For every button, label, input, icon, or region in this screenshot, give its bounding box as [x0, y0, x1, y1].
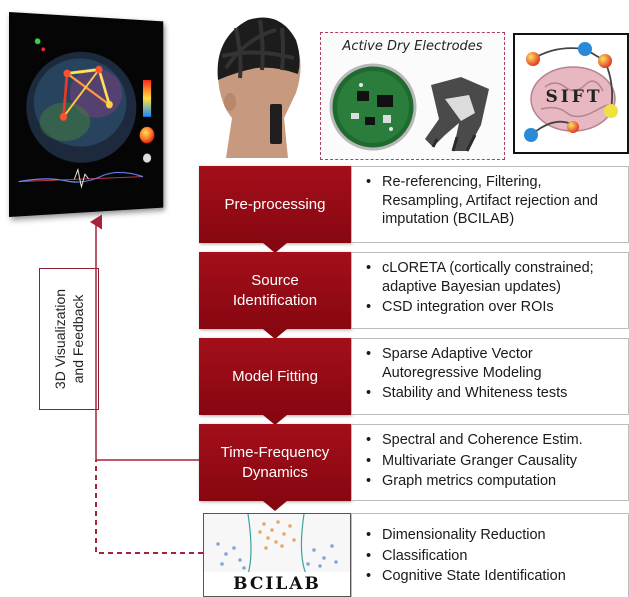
bullet-item: Cognitive State Identification — [366, 567, 628, 586]
bcilab-label: BCILAB — [204, 572, 350, 596]
stage-pre-processing-details: Re-referencing, Filtering, Resampling, A… — [351, 166, 629, 243]
stage-label: Source Identification — [232, 271, 318, 309]
active-dry-electrodes-panel: Active Dry Electrodes — [320, 32, 505, 160]
bullet-item: Dimensionality Reduction — [366, 526, 628, 545]
stage-label: Model Fitting — [232, 367, 318, 385]
bullet-item: Multivariate Granger Causality — [366, 452, 628, 471]
visualization-feedback-label-box: 3D Visualization and Feedback — [39, 268, 99, 410]
bullet-item: Stability and Whiteness tests — [366, 384, 628, 403]
bcilab-details: Dimensionality Reduction Classification … — [351, 513, 629, 597]
feedback-arrow-dashed — [95, 460, 203, 554]
bullet-item: Spectral and Coherence Estim. — [366, 431, 628, 450]
stage-model-fitting-details: Sparse Adaptive Vector Autoregressive Mo… — [351, 338, 629, 415]
stage-label: Time-Frequency Dynamics — [220, 443, 330, 481]
stage-source-identification: Source Identification — [199, 252, 351, 339]
bullet-item: Classification — [366, 547, 628, 566]
bcilab-panel: BCILAB — [203, 513, 351, 597]
brain-network-render — [9, 12, 164, 217]
3d-visualization-screenshot — [9, 12, 164, 217]
sift-label: SIFT — [545, 87, 603, 107]
bullet-item: Sparse Adaptive Vector Autoregressive Mo… — [366, 345, 628, 382]
stage-time-frequency-details: Spectral and Coherence Estim. Multivaria… — [351, 424, 629, 501]
bullet-item: cLORETA (cortically constrained; adaptiv… — [366, 259, 628, 296]
stage-model-fitting: Model Fitting — [199, 338, 351, 425]
stage-time-frequency-dynamics: Time-Frequency Dynamics — [199, 424, 351, 511]
eeg-cap-photo — [196, 8, 308, 164]
stage-pre-processing: Pre-processing — [199, 166, 351, 253]
sift-logo-panel: SIFT — [513, 33, 629, 154]
electrode-board-illustration — [329, 63, 489, 152]
stage-label: Pre-processing — [224, 195, 326, 213]
bullet-item: Re-referencing, Filtering, Resampling, A… — [366, 173, 628, 229]
electrodes-title: Active Dry Electrodes — [342, 39, 483, 54]
stage-source-identification-details: cLORETA (cortically constrained; adaptiv… — [351, 252, 629, 329]
bullet-item: Graph metrics computation — [366, 472, 628, 491]
sift-brain-network-icon — [524, 42, 618, 142]
visualization-feedback-label: 3D Visualization and Feedback — [52, 288, 86, 390]
feedback-arrow-solid — [90, 214, 199, 461]
bullet-item: CSD integration over ROIs — [366, 298, 628, 317]
